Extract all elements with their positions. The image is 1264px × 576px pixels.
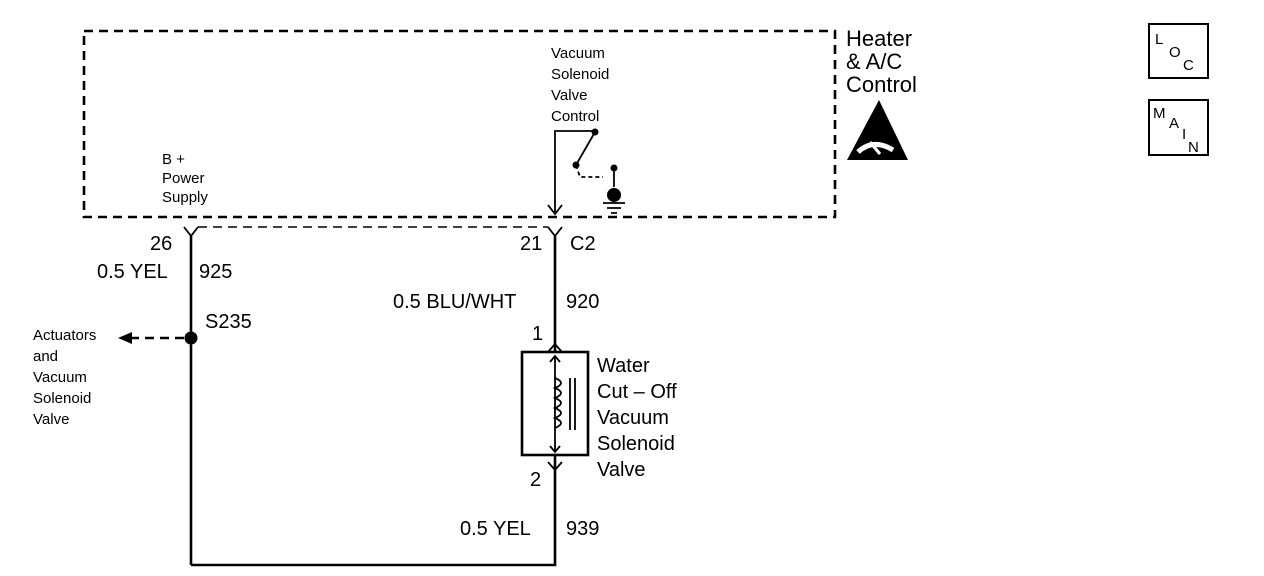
wire-925-color: 0.5 YEL bbox=[97, 261, 168, 283]
wire-939-circuit: 939 bbox=[566, 518, 599, 540]
control-label-line: Solenoid bbox=[551, 66, 609, 83]
wire-939-color: 0.5 YEL bbox=[460, 518, 531, 540]
main-char: I bbox=[1182, 126, 1186, 143]
solenoid-name-line: Water bbox=[597, 355, 650, 377]
branch-label-line: and bbox=[33, 348, 58, 365]
solenoid-pin-2: 2 bbox=[530, 469, 541, 491]
solenoid-name-line: Cut – Off bbox=[597, 381, 677, 403]
control-switch bbox=[554, 128, 618, 212]
loc-char: L bbox=[1155, 31, 1163, 48]
module-boundary bbox=[82, 29, 837, 219]
solenoid-valve bbox=[520, 350, 590, 457]
module-title: Heater & A/C Control bbox=[846, 26, 918, 97]
branch-label-line: Solenoid bbox=[33, 390, 91, 407]
splice-s235 bbox=[184, 331, 198, 345]
pin-26-connector-icon bbox=[183, 226, 199, 238]
loc-button[interactable]: L O C bbox=[1148, 23, 1209, 79]
power-label-line: Supply bbox=[162, 189, 208, 206]
module-title-line: & A/C bbox=[846, 49, 902, 74]
pin-26-number: 26 bbox=[150, 233, 172, 255]
branch-label-line: Actuators bbox=[33, 327, 96, 344]
loc-char: O bbox=[1169, 44, 1181, 61]
branch-label: Actuators and Vacuum Solenoid Valve bbox=[33, 327, 101, 428]
control-label-line: Control bbox=[551, 108, 599, 125]
branch-label-line: Valve bbox=[33, 411, 69, 428]
wire-925-circuit: 925 bbox=[199, 261, 232, 283]
solenoid-pin-1: 1 bbox=[532, 323, 543, 345]
wire-925-label: 0.5 YEL bbox=[97, 261, 168, 283]
connector-c2: C2 bbox=[570, 233, 596, 255]
module-title-line: Heater bbox=[846, 26, 912, 51]
wire-939 bbox=[191, 455, 557, 567]
branch-arrow-icon bbox=[118, 332, 132, 344]
solenoid-name: Water Cut – Off Vacuum Solenoid Valve bbox=[597, 355, 682, 481]
pin-1-connector-icon bbox=[547, 342, 563, 353]
splice-s235-label: S235 bbox=[205, 311, 252, 333]
branch-label-line: Vacuum bbox=[33, 369, 87, 386]
main-button[interactable]: M A I N bbox=[1148, 99, 1209, 156]
esd-sensitive-warning-icon bbox=[847, 100, 908, 160]
main-char: M bbox=[1153, 105, 1166, 122]
ground-icon bbox=[603, 188, 625, 214]
solenoid-name-line: Valve bbox=[597, 459, 646, 481]
wire-920-circuit: 920 bbox=[566, 291, 599, 313]
main-char: N bbox=[1188, 139, 1199, 156]
control-label-line: Valve bbox=[551, 87, 587, 104]
solenoid-name-line: Solenoid bbox=[597, 433, 675, 455]
control-label-line: Vacuum bbox=[551, 45, 605, 62]
module-title-line: Control bbox=[846, 72, 917, 97]
power-supply-label: B + Power Supply bbox=[162, 151, 209, 206]
solenoid-name-line: Vacuum bbox=[597, 407, 669, 429]
loc-char: C bbox=[1183, 57, 1194, 74]
pin-21-number: 21 bbox=[520, 233, 542, 255]
pin-21-connector-icon bbox=[547, 226, 563, 238]
main-char: A bbox=[1169, 115, 1179, 132]
wire-920-color: 0.5 BLU/WHT bbox=[393, 291, 516, 313]
power-label-line: Power bbox=[162, 170, 205, 187]
control-label: Vacuum Solenoid Valve Control bbox=[551, 45, 614, 125]
power-label-line: B + bbox=[162, 151, 185, 168]
pin-21-arrow bbox=[547, 204, 563, 216]
